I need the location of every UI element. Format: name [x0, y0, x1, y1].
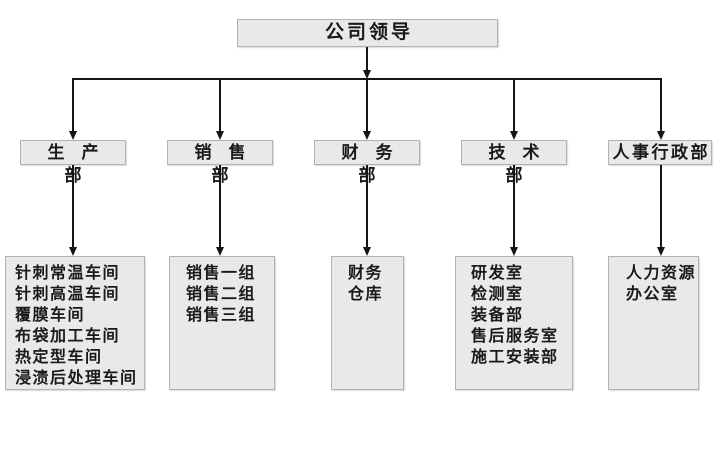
unit-item: 浸渍后处理车间: [15, 370, 138, 387]
connector-line: [72, 165, 74, 249]
arrowhead-down-icon: [510, 131, 518, 140]
unit-item: 施工安装部: [471, 349, 559, 366]
unit-item: 办公室: [626, 286, 679, 303]
unit-list-finance: 财务 仓库: [331, 256, 404, 390]
dept-box-finance: 财务部: [314, 140, 420, 185]
connector-line: [219, 165, 221, 249]
arrowhead-down-icon: [363, 247, 371, 256]
dept-box-sales: 销售部: [167, 140, 273, 185]
unit-list-production: 针刺常温车间 针刺高温车间 覆膜车间 布袋加工车间 热定型车间 浸渍后处理车间: [5, 256, 145, 390]
connector-line: [219, 79, 221, 133]
unit-list-hr-admin: 人力资源 办公室: [608, 256, 699, 390]
unit-list-technology: 研发室 检测室 装备部 售后服务室 施工安装部: [455, 256, 573, 390]
connector-line: [513, 165, 515, 249]
unit-item: 售后服务室: [471, 328, 559, 345]
unit-item: 财务: [348, 265, 384, 282]
unit-item: 装备部: [471, 307, 524, 324]
arrowhead-down-icon: [69, 247, 77, 256]
connector-line: [660, 165, 662, 249]
arrowhead-down-icon: [363, 70, 371, 79]
connector-line: [366, 165, 368, 249]
unit-item: 仓库: [348, 286, 384, 303]
unit-list-sales: 销售一组 销售二组 销售三组: [169, 256, 275, 390]
unit-item: 销售三组: [186, 307, 257, 324]
unit-item: 热定型车间: [15, 349, 103, 366]
arrowhead-down-icon: [657, 131, 665, 140]
arrowhead-down-icon: [363, 131, 371, 140]
unit-item: 销售一组: [186, 265, 257, 282]
unit-item: 覆膜车间: [15, 307, 86, 324]
connector-line: [660, 79, 662, 133]
dept-box-production: 生产部: [20, 140, 126, 185]
unit-item: 研发室: [471, 265, 524, 282]
arrowhead-down-icon: [69, 131, 77, 140]
connector-line: [72, 79, 74, 133]
arrowhead-down-icon: [216, 247, 224, 256]
connector-line: [366, 79, 368, 133]
unit-item: 针刺高温车间: [15, 286, 121, 303]
dept-box-technology: 技术部: [461, 140, 567, 185]
connector-line: [366, 47, 368, 71]
unit-item: 布袋加工车间: [15, 328, 121, 345]
arrowhead-down-icon: [510, 247, 518, 256]
unit-item: 人力资源: [626, 265, 697, 282]
arrowhead-down-icon: [216, 131, 224, 140]
dept-box-hr-admin: 人事行政部: [608, 140, 712, 165]
unit-item: 检测室: [471, 286, 524, 303]
unit-item: 销售二组: [186, 286, 257, 303]
connector-line: [513, 79, 515, 133]
org-root-box: 公司领导: [237, 19, 498, 47]
arrowhead-down-icon: [657, 247, 665, 256]
unit-item: 针刺常温车间: [15, 265, 121, 282]
